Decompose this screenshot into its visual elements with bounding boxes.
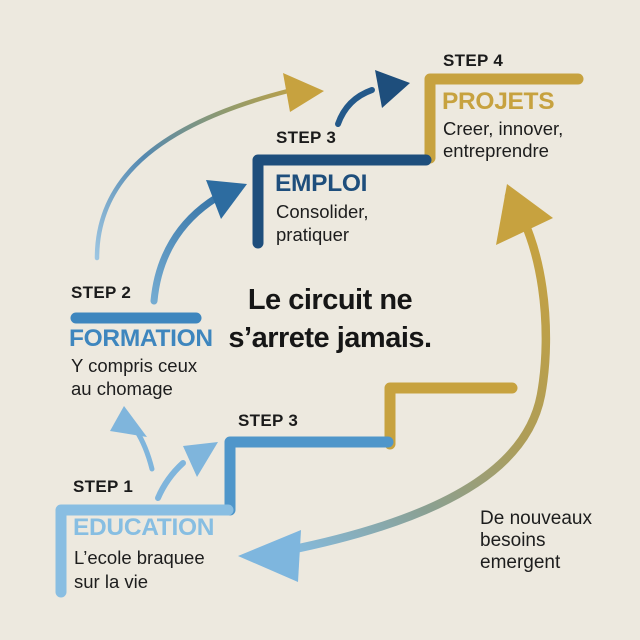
education-title: EDUCATION bbox=[73, 514, 215, 541]
step2-label: STEP 2 bbox=[71, 283, 132, 302]
bottom-step3-label: STEP 3 bbox=[238, 411, 299, 430]
right-note-line2: besoins bbox=[480, 530, 546, 551]
right-note-line3: emergent bbox=[480, 552, 561, 573]
step3-label: STEP 3 bbox=[276, 128, 337, 147]
emploi-to-projets-arrow bbox=[335, 70, 410, 127]
gold-arrowhead-icon bbox=[283, 73, 324, 112]
center-title-line1: Le circuit ne bbox=[247, 284, 413, 316]
education-up-arrow bbox=[110, 406, 155, 472]
formation-to-projets-gradient-arc bbox=[94, 73, 324, 261]
arrowhead-icon bbox=[375, 70, 410, 108]
left-arrowhead-icon bbox=[238, 530, 301, 582]
cycle-return-double-arc bbox=[238, 184, 553, 582]
bottom-step3-line bbox=[224, 436, 394, 516]
center-title-line2: s’arrete jamais. bbox=[228, 322, 432, 354]
projets-title: PROJETS bbox=[442, 88, 555, 115]
projets-step-line bbox=[424, 73, 584, 164]
projets-desc-line2: entreprendre bbox=[443, 140, 549, 161]
emploi-desc-line1: Consolider, bbox=[276, 201, 369, 222]
formation-to-emploi-arrow bbox=[150, 180, 247, 305]
education-desc-line1: L’ecole braquee bbox=[74, 547, 205, 568]
formation-title: FORMATION bbox=[69, 325, 213, 352]
emploi-step-line bbox=[252, 154, 432, 249]
formation-desc-line1: Y compris ceux bbox=[71, 355, 198, 376]
up-arrowhead-icon bbox=[496, 184, 553, 245]
education-step-line bbox=[55, 504, 234, 598]
step4-label: STEP 4 bbox=[443, 51, 504, 70]
emploi-title: EMPLOI bbox=[275, 170, 368, 197]
arrowhead-icon bbox=[183, 442, 218, 477]
arrowhead-icon bbox=[110, 406, 147, 437]
step1-label: STEP 1 bbox=[73, 477, 134, 496]
emploi-desc-line2: pratiquer bbox=[276, 224, 350, 245]
education-up-right-arrow bbox=[155, 442, 218, 501]
right-note-line1: De nouveaux bbox=[480, 508, 592, 529]
projets-desc-line1: Creer, innover, bbox=[443, 118, 564, 139]
bottom-gold-step-line bbox=[384, 382, 518, 450]
formation-desc-line2: au chomage bbox=[71, 378, 173, 399]
education-desc-line2: sur la vie bbox=[74, 571, 149, 592]
arrowhead-icon bbox=[206, 180, 247, 219]
